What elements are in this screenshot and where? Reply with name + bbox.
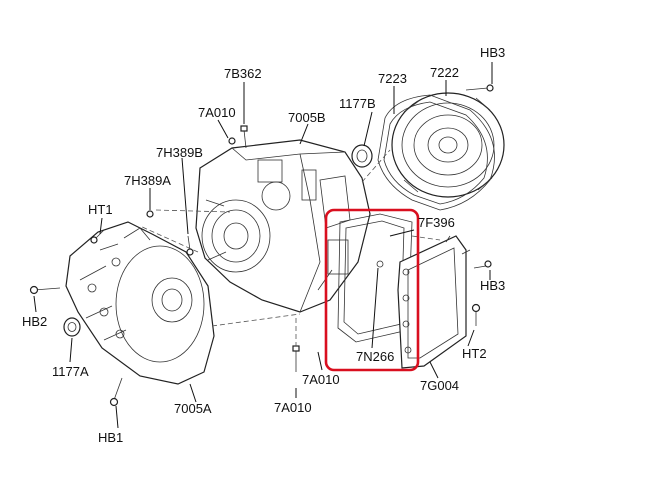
- alignment-line-4: [155, 209, 231, 213]
- leader-lines: [33, 62, 493, 429]
- transmission-case-7005B: [195, 139, 371, 313]
- bolt-7H389A: [146, 210, 154, 218]
- label-7A010-low: 7A010: [274, 400, 312, 415]
- label-7005A: 7005A: [174, 401, 212, 416]
- label-7G004: 7G004: [420, 378, 459, 393]
- bolt-HB1: [109, 377, 123, 407]
- label-1177B: 1177B: [339, 96, 376, 111]
- bolt-7H389B: [186, 235, 194, 256]
- label-7H389A: 7H389A: [124, 173, 171, 188]
- bolt-7B362: [240, 125, 248, 149]
- label-7A010-bottom: 7A010: [302, 372, 340, 387]
- gasket-7223: [377, 94, 495, 211]
- alignment-line-1: [139, 225, 199, 253]
- label-HT1: HT1: [88, 202, 113, 217]
- label-HB2: HB2: [22, 314, 47, 329]
- side-cover-7G004: [397, 235, 471, 369]
- highlight-box: [324, 208, 420, 372]
- bolt-HB3-right: [473, 260, 492, 269]
- label-HB1: HB1: [98, 430, 123, 445]
- seal-1177A: [63, 317, 81, 337]
- bolt-HB3-top: [465, 84, 494, 92]
- label-7223: 7223: [378, 71, 407, 86]
- label-7H389B: 7H389B: [156, 145, 203, 160]
- label-7F396: 7F396: [418, 215, 455, 230]
- alignment-line-5: [411, 235, 441, 241]
- bolt-HT2: [471, 303, 481, 326]
- label-HB3-top: HB3: [480, 45, 505, 60]
- bolt-HB2: [29, 285, 61, 295]
- label-HT2: HT2: [462, 346, 487, 361]
- label-7N266: 7N266: [356, 349, 394, 364]
- cover-plate-7222: [391, 92, 505, 198]
- label-7222: 7222: [430, 65, 459, 80]
- bolt-7A010-bottom: [292, 345, 300, 372]
- alignment-line-3: [361, 149, 391, 183]
- label-7005B: 7005B: [288, 110, 326, 125]
- converter-housing-7005A: [65, 221, 215, 385]
- label-7A010-top: 7A010: [198, 105, 236, 120]
- seal-1177B: [351, 144, 373, 168]
- bolt-7A010-top: [228, 137, 236, 145]
- label-HB3-right: HB3: [480, 278, 505, 293]
- alignment-line-2: [211, 313, 301, 327]
- label-7B362: 7B362: [224, 66, 262, 81]
- label-1177A: 1177A: [52, 364, 89, 379]
